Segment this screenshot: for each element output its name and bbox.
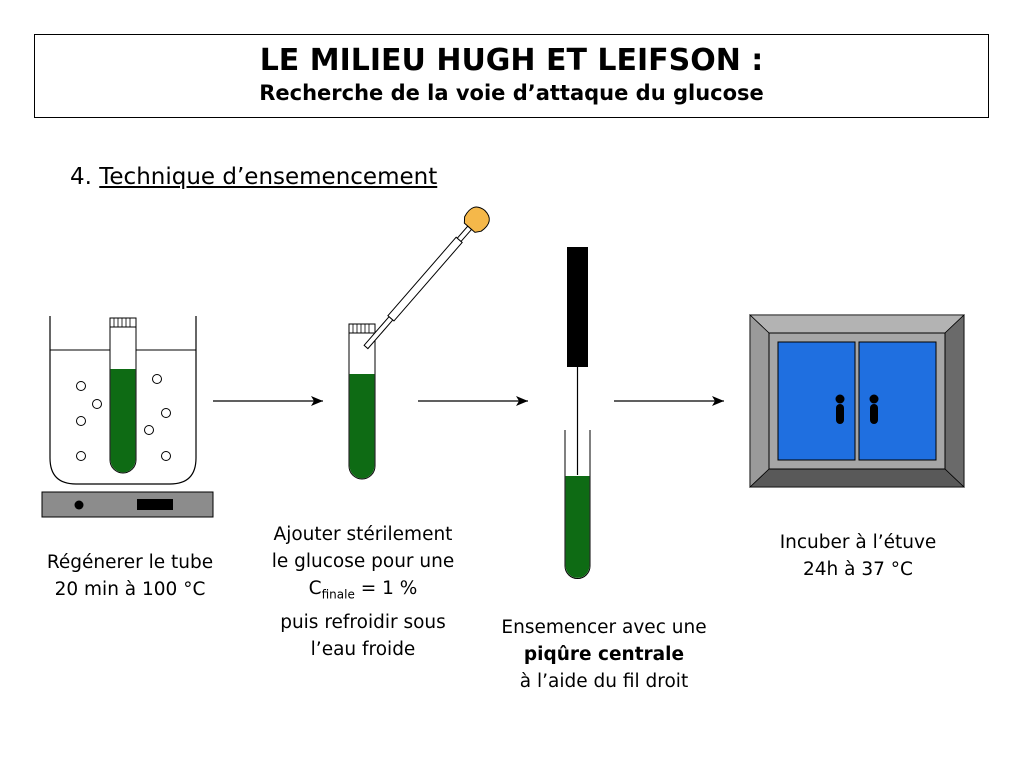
test-tube-glucose — [348, 323, 376, 480]
page-subtitle: Recherche de la voie d’attaque du glucos… — [259, 81, 764, 105]
pipette — [363, 206, 490, 350]
caption-step-4: Incuber à l’étuve 24h à 37 °C — [779, 532, 937, 580]
title-box: LE MILIEU HUGH ET LEIFSON : Recherche de… — [34, 34, 989, 118]
section-heading: 4. Technique d’ensemencement — [70, 164, 437, 190]
door-handles — [835, 394, 879, 424]
water-bath-illustration — [41, 316, 214, 518]
section-heading-text: Technique d’ensemencement — [99, 164, 438, 190]
bubbles — [76, 374, 171, 461]
test-tube-inoculation — [564, 430, 591, 579]
incubator-illustration — [748, 314, 966, 488]
needle-handle — [567, 247, 588, 367]
glucose-addition-illustration — [348, 206, 490, 480]
hot-plate — [41, 491, 214, 518]
inoculation-illustration — [564, 247, 591, 579]
page-title: LE MILIEU HUGH ET LEIFSON : — [259, 43, 764, 78]
caption-step-2: Ajouter stérilement le glucose pour une … — [271, 524, 455, 660]
caption-step-3: Ensemencer avec une piqûre centrale à l’… — [501, 617, 707, 692]
section-number: 4. — [70, 164, 92, 190]
test-tube-in-bath — [109, 317, 137, 474]
caption-step-1: Régénerer le tube 20 min à 100 °C — [46, 552, 214, 600]
beaker — [49, 316, 197, 485]
